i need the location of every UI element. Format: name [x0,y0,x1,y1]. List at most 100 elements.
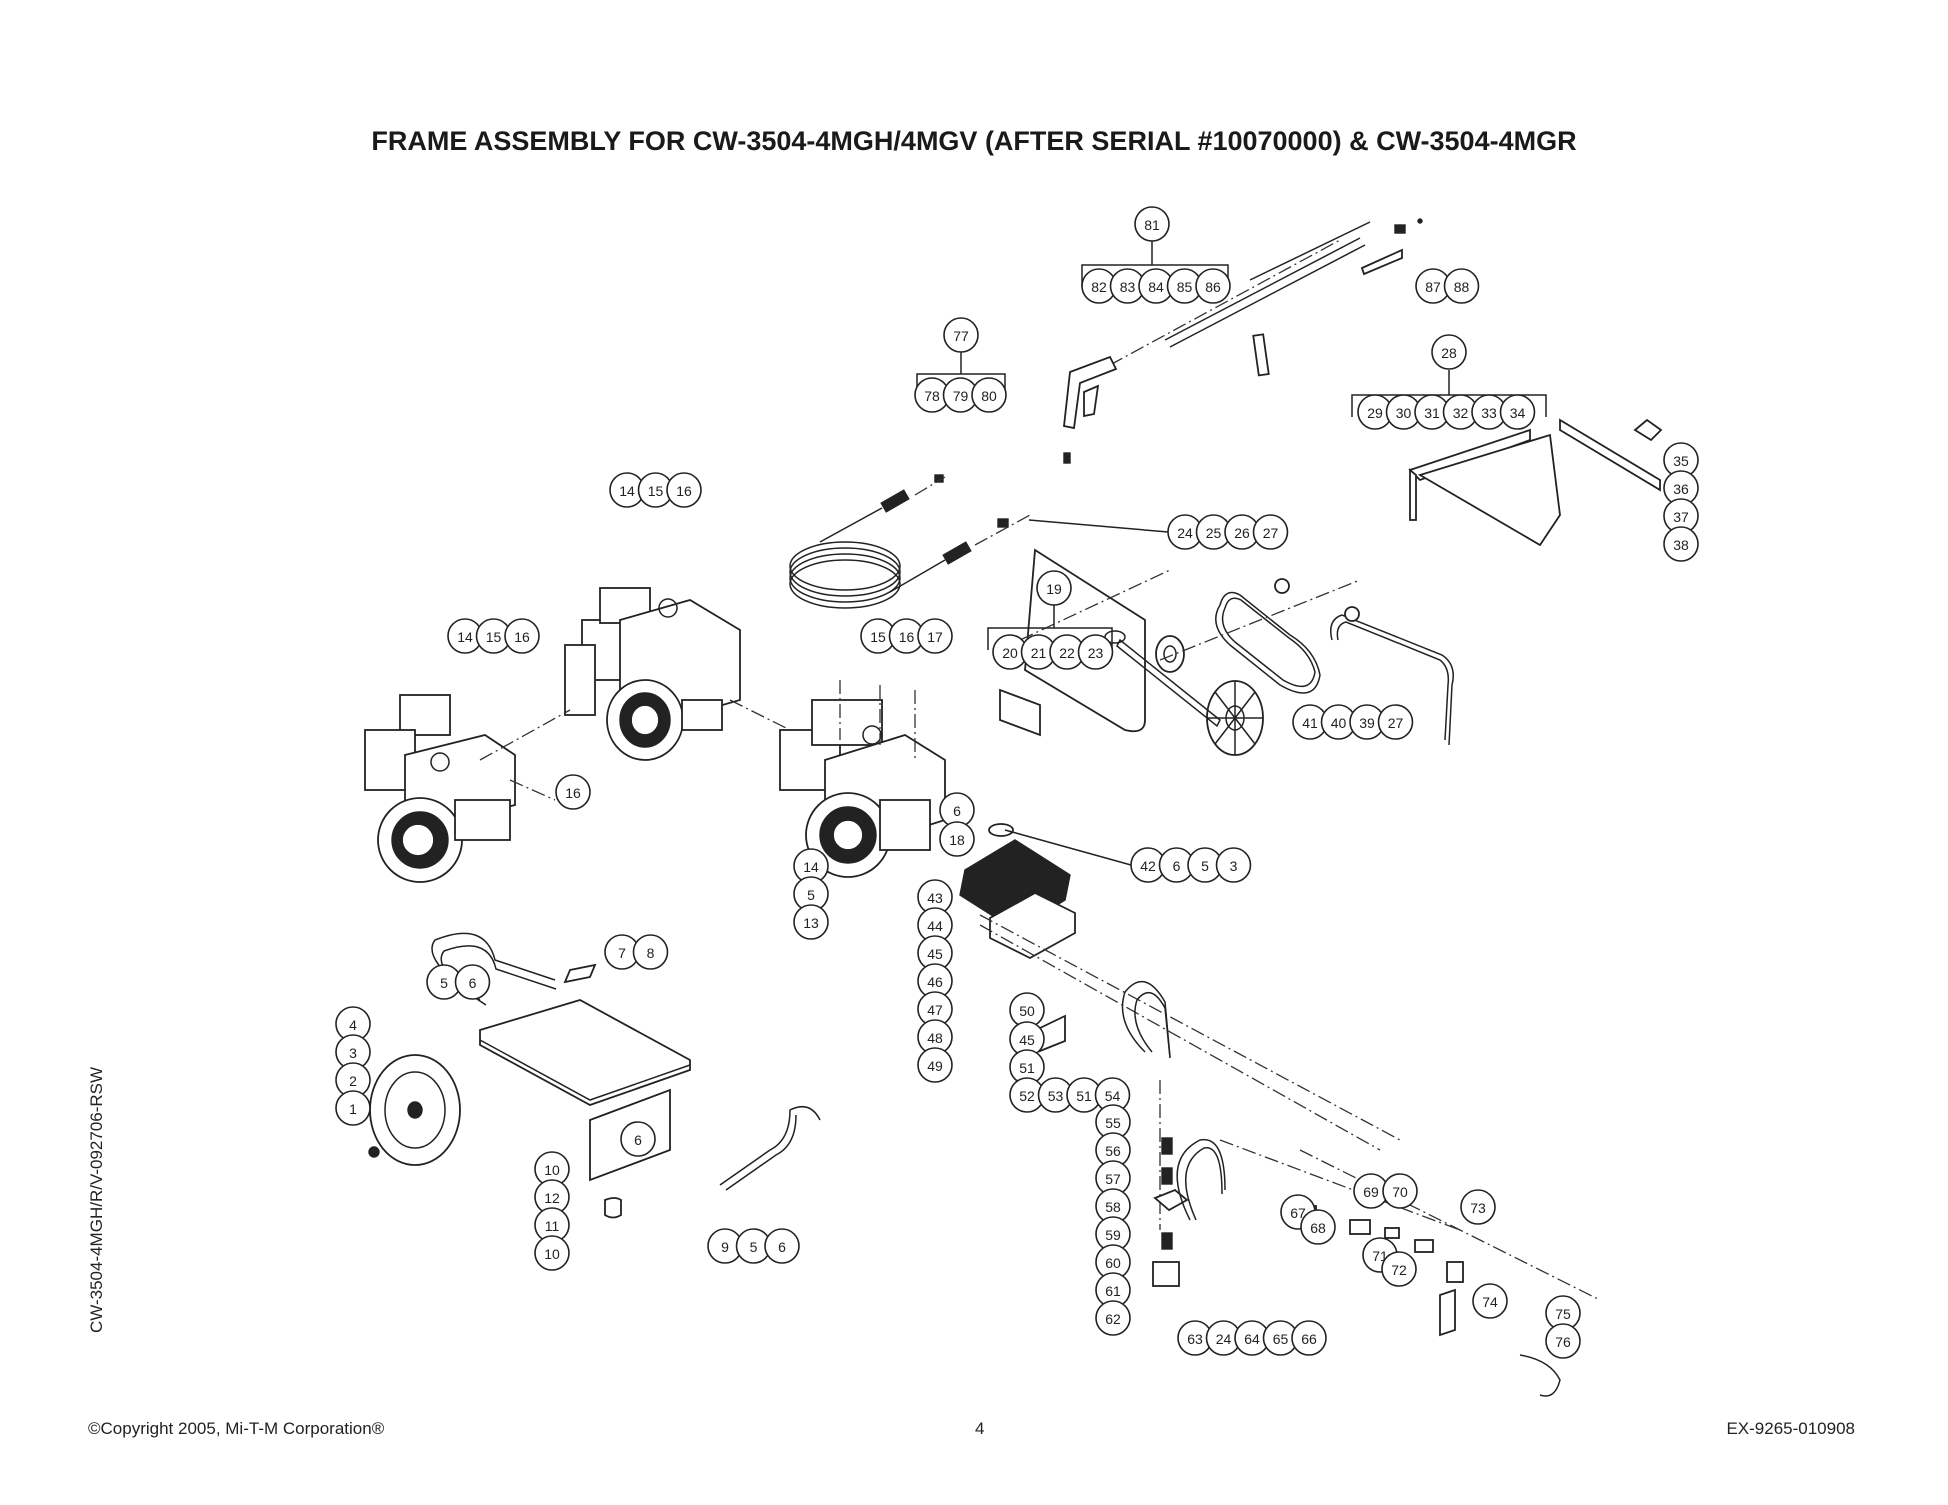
svg-text:67: 67 [1290,1205,1306,1221]
svg-text:16: 16 [565,785,581,801]
callout-pump-left-46: 46 [917,963,953,999]
svg-text:80: 80 [981,388,997,404]
svg-text:24: 24 [1177,525,1193,541]
svg-text:35: 35 [1673,453,1689,469]
svg-text:51: 51 [1019,1060,1035,1076]
svg-text:32: 32 [1453,405,1469,421]
callout-gun-extra-87: 87 [1415,268,1451,304]
svg-text:17: 17 [927,629,943,645]
callout-engine-left-16b: 16 [555,774,591,810]
svg-text:34: 34 [1510,405,1526,421]
callout-frame-6: 6 [620,1121,656,1157]
svg-text:54: 54 [1105,1088,1121,1104]
svg-text:47: 47 [927,1002,943,1018]
callout-engine-vertical-15: 15 [637,472,674,508]
svg-text:3: 3 [1230,858,1238,874]
svg-text:38: 38 [1673,537,1689,553]
callout-guard-34: 34 [1499,394,1536,430]
svg-text:85: 85 [1177,279,1193,295]
svg-text:79: 79 [953,388,969,404]
svg-text:56: 56 [1105,1143,1121,1159]
page-number: 4 [975,1419,985,1438]
svg-text:55: 55 [1105,1115,1121,1131]
callout-panel-fastener-3: 3 [1215,847,1252,883]
engine-left [364,694,791,883]
callout-plumb-bottom-63: 63 [1177,1320,1213,1356]
svg-text:72: 72 [1391,1262,1407,1278]
callout-engine-right-17: 17 [917,618,953,654]
callout-hose-80: 80 [971,377,1007,413]
callout-engine-vertical-14: 14 [609,472,645,508]
callout-gun-82: 82 [1081,268,1117,304]
svg-text:52: 52 [1019,1088,1035,1104]
svg-text:57: 57 [1105,1171,1121,1187]
svg-text:5: 5 [807,887,815,903]
svg-text:2: 2 [349,1073,357,1089]
svg-text:16: 16 [899,629,915,645]
svg-text:49: 49 [927,1058,943,1074]
svg-text:62: 62 [1105,1311,1121,1327]
svg-text:69: 69 [1363,1184,1379,1200]
svg-text:12: 12 [544,1190,560,1206]
callout-plumb-60: 60 [1095,1244,1131,1280]
svg-text:24: 24 [1216,1331,1232,1347]
svg-text:19: 19 [1046,581,1062,597]
callout-pulley-top-24: 24 [1167,514,1203,550]
svg-text:44: 44 [927,918,943,934]
callout-frame-handle-6: 6 [454,964,491,1000]
callout-panel-23: 23 [1077,634,1114,670]
svg-text:1: 1 [349,1101,357,1117]
callout-engine-fastener-6: 6 [939,792,975,828]
svg-text:86: 86 [1205,279,1221,295]
svg-text:31: 31 [1424,405,1440,421]
svg-text:87: 87 [1425,279,1441,295]
callout-plumb-62: 62 [1095,1300,1131,1336]
callout-kit-19: 19 [1036,570,1072,606]
callout-pump-bottom-53: 53 [1037,1077,1074,1113]
svg-text:28: 28 [1441,345,1457,361]
callout-panel-fastener-42: 42 [1130,847,1166,883]
svg-text:60: 60 [1105,1255,1121,1271]
callout-plumb-bottom-66: 66 [1291,1320,1327,1356]
svg-text:73: 73 [1470,1200,1486,1216]
callout-panel-22: 22 [1049,634,1085,670]
svg-text:61: 61 [1105,1283,1121,1299]
svg-text:6: 6 [953,803,961,819]
svg-text:77: 77 [953,328,969,344]
svg-text:15: 15 [870,629,886,645]
svg-text:10: 10 [544,1162,560,1178]
svg-text:64: 64 [1244,1331,1260,1347]
callout-plumb-76: 76 [1545,1323,1581,1359]
svg-text:6: 6 [778,1239,786,1255]
callout-pump-bottom-52: 52 [1009,1077,1045,1113]
high-pressure-hose [789,474,1031,609]
callout-pulley-top-27: 27 [1252,514,1289,550]
svg-text:58: 58 [1105,1199,1121,1215]
callout-engine-right-lower-13: 13 [793,904,829,940]
callout-plumb-58: 58 [1095,1188,1131,1224]
svg-text:53: 53 [1048,1088,1064,1104]
svg-text:30: 30 [1396,405,1412,421]
callout-gun-86: 86 [1195,268,1231,304]
svg-text:36: 36 [1673,481,1689,497]
callout-hose-78: 78 [914,377,950,413]
callout-guard-extra-36: 36 [1663,470,1699,506]
svg-text:14: 14 [803,859,819,875]
callout-plumb-70: 70 [1382,1173,1418,1209]
svg-text:11: 11 [545,1218,560,1234]
svg-text:43: 43 [927,890,943,906]
callout-frame-right-handle-6: 6 [764,1228,800,1264]
callout-panel-fastener-5: 5 [1187,847,1223,883]
page-title: FRAME ASSEMBLY FOR CW-3504-4MGH/4MGV (AF… [371,126,1577,156]
svg-text:76: 76 [1555,1334,1571,1350]
svg-text:13: 13 [803,915,819,931]
callout-frame-left-1: 1 [335,1090,371,1126]
callout-plumb-72: 72 [1381,1251,1417,1287]
svg-text:25: 25 [1206,525,1222,541]
svg-text:75: 75 [1555,1306,1571,1322]
svg-text:15: 15 [486,629,502,645]
svg-text:40: 40 [1331,715,1347,731]
callout-frame-bottom-10: 10 [534,1151,570,1187]
callout-gun-85: 85 [1166,268,1203,304]
svg-text:65: 65 [1273,1331,1289,1347]
